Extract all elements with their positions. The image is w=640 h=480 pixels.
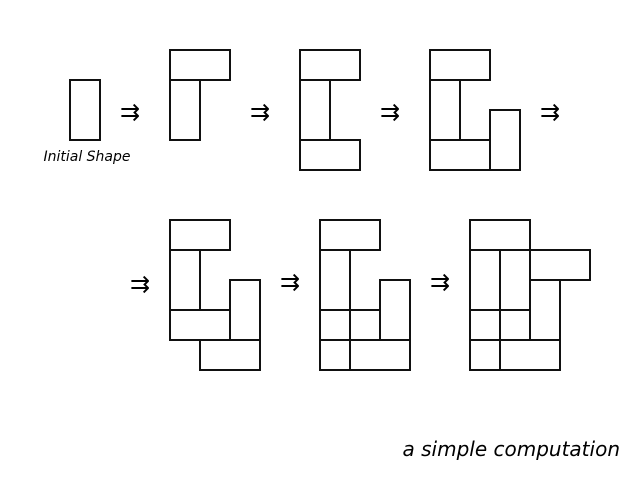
rect [299, 49, 361, 81]
rect [169, 249, 201, 311]
rect [299, 139, 361, 171]
step-1-shape [69, 79, 101, 141]
rect [529, 249, 591, 281]
rect [469, 219, 531, 251]
initial-shape-label: Initial Shape [43, 149, 130, 165]
rect [499, 339, 561, 371]
rect [169, 79, 201, 141]
rect [299, 79, 331, 141]
rect [469, 309, 501, 341]
step-2-shape [169, 49, 231, 141]
step-3-shape [299, 49, 361, 171]
arrow-6: ⇉ [280, 268, 300, 296]
rect [379, 279, 411, 341]
arrow-1: ⇉ [120, 98, 140, 126]
rect [429, 139, 491, 171]
step-5-shape [169, 219, 261, 371]
rect [319, 249, 351, 311]
rect [429, 79, 461, 141]
rect [529, 279, 561, 341]
rect [499, 249, 531, 311]
step-4-shape [429, 49, 521, 171]
rect [489, 109, 521, 171]
arrow-3: ⇉ [380, 98, 400, 126]
rect [199, 339, 261, 371]
rect [499, 309, 531, 341]
rect [169, 219, 231, 251]
arrow-5: ⇉ [130, 270, 150, 298]
caption: a simple computation [403, 437, 620, 461]
rect [469, 339, 501, 371]
rect [469, 249, 501, 311]
rect [319, 339, 351, 371]
step-7-shape [469, 219, 591, 371]
arrow-4: ⇉ [540, 98, 560, 126]
rect [169, 49, 231, 81]
rect [429, 49, 491, 81]
rect [349, 309, 381, 341]
rect [319, 219, 381, 251]
step-6-shape [319, 219, 411, 371]
arrow-2: ⇉ [250, 98, 270, 126]
arrow-7: ⇉ [430, 268, 450, 296]
rect [229, 279, 261, 341]
rect [69, 79, 101, 141]
rect [169, 309, 231, 341]
rect [349, 339, 411, 371]
